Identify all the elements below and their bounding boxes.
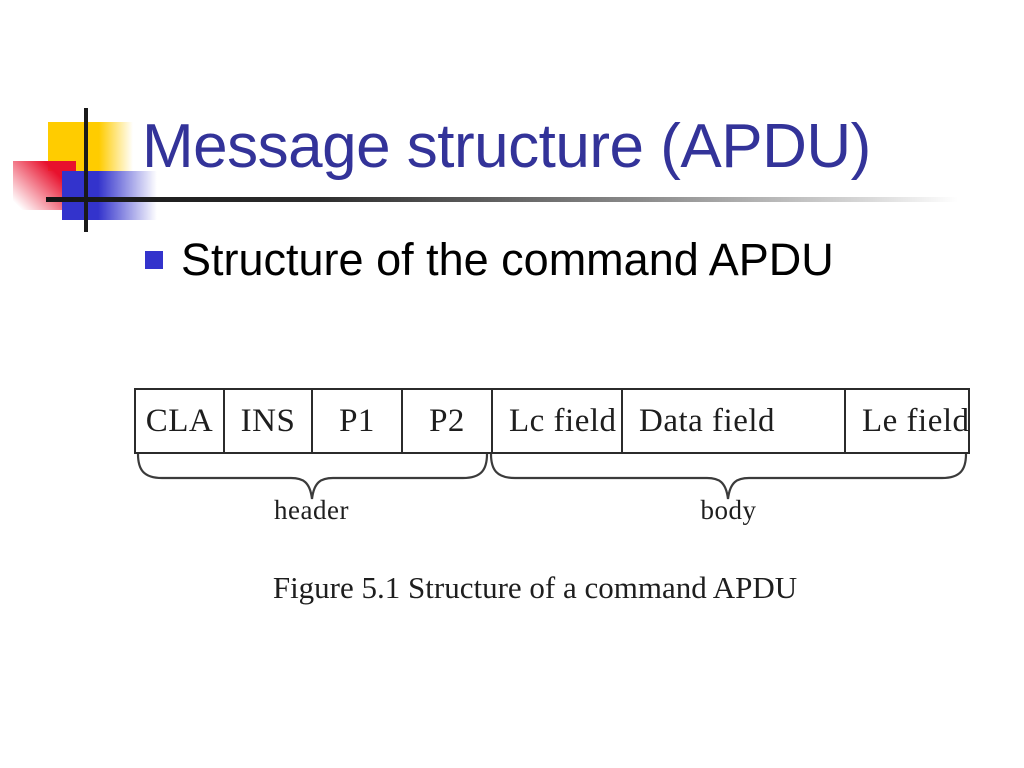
- apdu-cell-p2: P2: [401, 390, 491, 452]
- decor-horizontal-rule: [46, 197, 958, 202]
- apdu-cell-p1: P1: [311, 390, 401, 452]
- page-title: Message structure (APDU): [142, 112, 871, 181]
- apdu-cell-lc-field: Lc field: [491, 390, 621, 452]
- apdu-table: CLA INS P1 P2 Lc field Data field Le fie…: [134, 388, 970, 454]
- header-brace-label: header: [274, 495, 349, 525]
- figure-caption: Figure 5.1 Structure of a command APDU: [272, 570, 798, 605]
- body-brace: [489, 454, 968, 500]
- apdu-cell-cla: CLA: [145, 402, 214, 439]
- apdu-cell-le-field: Le field: [844, 390, 969, 452]
- bullet-square-icon: [145, 251, 163, 269]
- apdu-cell-ins: INS: [223, 390, 311, 452]
- header-brace: [136, 454, 489, 500]
- body-brace-label: body: [700, 495, 757, 525]
- decor-vertical-rule: [84, 108, 88, 232]
- apdu-cell-data-field: Data field: [621, 390, 844, 452]
- bullet-text: Structure of the command APDU: [181, 234, 834, 285]
- decor-blue-square: [62, 171, 157, 220]
